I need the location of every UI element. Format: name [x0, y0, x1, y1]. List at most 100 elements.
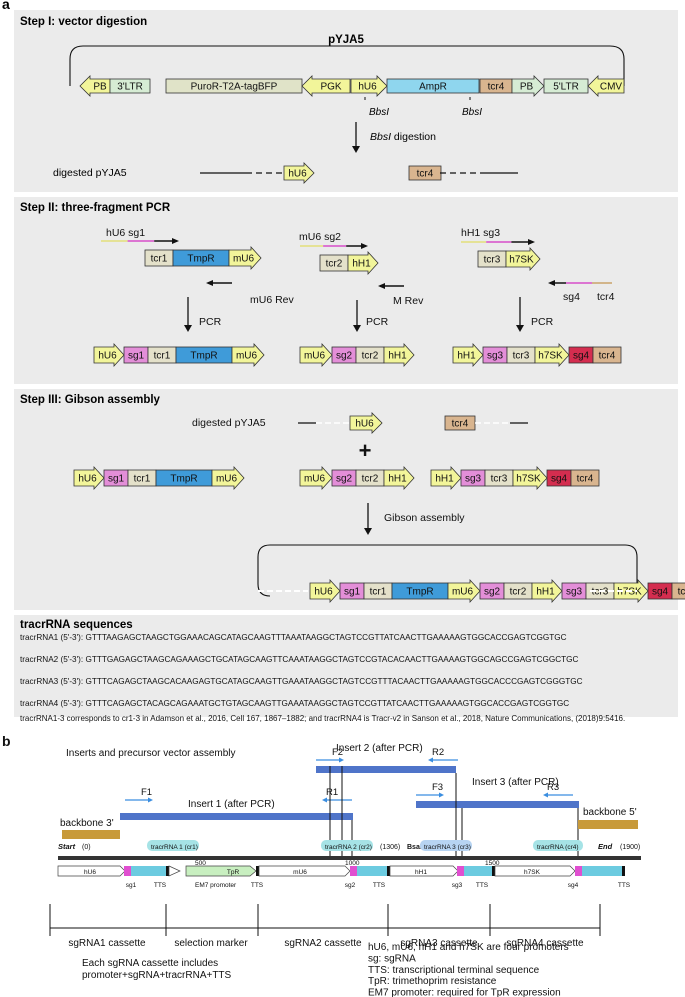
tcr1-label: tcr1 — [154, 351, 171, 362]
feature-tts: TTS — [154, 882, 167, 889]
mu6-arrow — [447, 578, 481, 604]
feature-sg1: sg1 — [126, 882, 137, 889]
feature-hu6: hU6 — [84, 869, 96, 876]
tcr3-label: tcr3 — [491, 474, 508, 485]
sg1-label: sg1 — [108, 474, 125, 485]
hu6-arrow — [349, 412, 383, 434]
hh1-label: hH1 — [457, 351, 476, 362]
feature-mu6: mU6 — [293, 869, 307, 876]
tcr2-label: tcr2 — [510, 587, 527, 598]
puror-t2a-tagbfp-label: PuroR-T2A-tagBFP — [191, 82, 278, 93]
mu6-label: mU6 — [304, 351, 326, 362]
feature-h7sk: h7SK — [524, 869, 541, 876]
step3-title: Step III: Gibson assembly — [20, 394, 161, 406]
panel-b-label: b — [2, 733, 11, 749]
tcr3-label: tcr3 — [592, 587, 609, 598]
hu6-label: hU6 — [358, 82, 377, 93]
tracr-tag4-label: tracrRNA (cr4) — [537, 844, 579, 851]
legend-line-4: TpR: trimethoprim resistance — [368, 976, 497, 987]
mu6-label: mU6 — [236, 351, 258, 362]
hu6-arrow — [73, 465, 105, 491]
h7sk-arrow — [505, 246, 541, 272]
tracr-seq-2: tracrRNA2 (5'-3'): GTTTGAGAGCTAAGCAGAAAG… — [20, 655, 579, 664]
mu6-label: mU6 — [216, 474, 238, 485]
tcr3-label: tcr3 — [484, 255, 501, 266]
digested-label-2: digested pYJA5 — [192, 417, 266, 429]
legend-line-1: hU6, mU6, hH1 and h7SK are four promoter… — [368, 942, 569, 953]
pcr-label-3: PCR — [531, 316, 554, 328]
plasmid-backbone — [69, 45, 625, 86]
digested-label-1: digested pYJA5 — [53, 167, 127, 179]
legend-line-5: EM7 promoter: required for TpR expressio… — [368, 988, 561, 997]
hh1-arrow — [383, 465, 415, 491]
panel-b-heading: Inserts and precursor vector assembly — [66, 748, 236, 759]
bsai-label: BsaI — [407, 844, 422, 851]
sg4-rev-label: sg4 — [563, 291, 580, 303]
cassette-1: sgRNA1 cassette — [68, 938, 146, 949]
pb-arrow — [79, 75, 111, 97]
tracr-tag2-label: tracrRNA 2 (cr2) — [325, 844, 372, 851]
feature-tts: TTS — [618, 882, 631, 889]
tcr2-label: tcr2 — [326, 259, 343, 270]
start-pos: (0) — [82, 844, 91, 851]
tcr4-label: tcr4 — [488, 82, 505, 93]
insert-2-bar — [316, 766, 456, 773]
mu6-arrow — [211, 465, 245, 491]
pcr-label-1: PCR — [199, 316, 222, 328]
mu6-rev-label: mU6 Rev — [250, 294, 295, 306]
tracr-tag4 — [533, 840, 583, 851]
tcr1-label: tcr1 — [151, 254, 168, 265]
step2-title: Step II: three-fragment PCR — [20, 202, 171, 214]
pgk-label: PGK — [320, 82, 341, 93]
tcr4-label: tcr4 — [678, 587, 685, 598]
tracr-tag1-label: tracrRNA 1 (cr1) — [151, 844, 198, 851]
hh1-label: hH1 — [388, 351, 407, 362]
mu6-label: mU6 — [452, 587, 474, 598]
legend-line-2: sg: sgRNA — [368, 953, 416, 964]
hh1-label: hH1 — [388, 474, 407, 485]
hu6-label: hU6 — [288, 169, 307, 180]
primer-hh1-sg3: hH1 sg3 — [461, 227, 500, 239]
pb-label: PB — [93, 82, 107, 93]
tick-1000: 1000 — [345, 860, 360, 867]
tcr4-block — [592, 346, 622, 364]
insert-1-label: Insert 1 (after PCR) — [188, 799, 275, 810]
feature-sg4: sg4 — [568, 882, 579, 889]
hu6-arrow — [93, 342, 125, 368]
step1-title: Step I: vector digestion — [20, 16, 147, 28]
primer-hu6-sg1: hU6 sg1 — [106, 227, 145, 239]
cassette-3: sgRNA2 cassette — [284, 938, 362, 949]
tcr2-label: tcr2 — [362, 351, 379, 362]
tcr4-label: tcr4 — [599, 351, 616, 362]
mu6-label: mU6 — [233, 254, 255, 265]
bbsi-site-right: BbsI — [462, 107, 482, 118]
tcr3-label: tcr3 — [513, 351, 530, 362]
hu6-arrow — [283, 162, 315, 184]
hh1-label: hH1 — [536, 587, 555, 598]
feature-sg3: sg3 — [452, 882, 463, 889]
sg2-label: sg2 — [484, 587, 501, 598]
bbsi-site-left: BbsI — [369, 107, 389, 118]
insert-3-bar — [416, 801, 579, 808]
h7sk-label: h7SK — [516, 474, 541, 485]
cassette-note-1: Each sgRNA cassette includes — [82, 958, 218, 969]
tcr4-label: tcr4 — [577, 474, 594, 485]
tracr-panel — [14, 615, 678, 717]
cassette-note-2: promoter+sgRNA+tracrRNA+TTS — [82, 970, 232, 981]
cmv-label: CMV — [600, 82, 623, 93]
tcr4-block — [671, 582, 685, 600]
tracr-tag3-label: tracrRNA 3 (cr3) — [424, 844, 471, 851]
end-label: End — [598, 842, 613, 851]
tracr-title: tracrRNA sequences — [20, 619, 133, 631]
mu6-arrow — [228, 245, 262, 271]
mu6-arrow — [231, 342, 265, 368]
hu6-arrow — [309, 578, 341, 604]
primer-mu6-sg2: mU6 sg2 — [299, 231, 341, 243]
plus-sign: + — [359, 438, 372, 463]
backbone-3-label: backbone 3' — [60, 818, 114, 829]
